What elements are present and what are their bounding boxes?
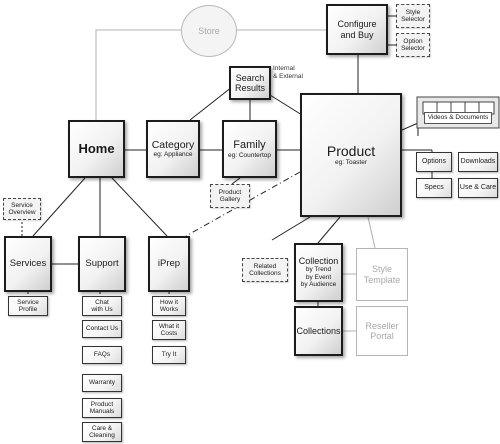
edge-product-videos — [401, 122, 419, 131]
product-label: Product — [326, 143, 376, 160]
option-selector-node[interactable]: Option Selector — [396, 33, 430, 57]
services-label: Services — [9, 257, 47, 269]
edge-home-iprep — [111, 177, 168, 237]
collection-label: Collection — [298, 256, 339, 267]
product-gallery-label: Product Gallery — [218, 188, 242, 203]
support-item-chat[interactable]: Chat with Us — [82, 296, 122, 316]
downloads-node[interactable]: Downloads — [458, 152, 498, 172]
style-template-label: Style Template — [363, 264, 401, 285]
services-node[interactable]: Services — [4, 236, 52, 292]
internal-external-note: Internal & External — [273, 65, 303, 80]
iprep-item-label: How it Works — [159, 298, 179, 313]
specs-label: Specs — [424, 183, 444, 191]
edge-category-search — [189, 86, 233, 121]
edge-home-services — [32, 177, 86, 237]
specs-node[interactable]: Specs — [416, 178, 452, 198]
family-label: Family — [233, 138, 266, 151]
collections-node[interactable]: Collections — [294, 306, 343, 356]
search-results-label: Search Results — [234, 72, 265, 93]
support-item-label: Chat with Us — [91, 298, 113, 313]
style-template-node[interactable]: Style Template — [356, 248, 408, 301]
videos-documents-label: Videos & Documents — [423, 112, 493, 124]
options-node[interactable]: Options — [416, 152, 452, 172]
category-label: Category — [151, 139, 195, 152]
service-overview-node[interactable]: Service Overview — [3, 198, 41, 220]
support-item-manuals[interactable]: Product Manuals — [82, 398, 122, 418]
product-example: eg: Toaster — [334, 159, 368, 167]
category-node[interactable]: Category eg: Appliance — [146, 120, 200, 178]
support-label: Support — [85, 257, 119, 269]
iprep-label: iPrep — [157, 257, 181, 269]
use-care-node[interactable]: Use & Care — [458, 178, 498, 198]
edge-product-style-template — [367, 216, 376, 249]
home-label: Home — [78, 140, 115, 156]
support-item-warranty[interactable]: Warranty — [82, 374, 122, 392]
family-example: eg: Countertop — [227, 151, 271, 159]
support-item-label: FAQs — [93, 351, 111, 359]
iprep-item-label: Try It — [161, 351, 177, 359]
iprep-item-try[interactable]: Try It — [152, 346, 186, 364]
support-item-label: Care & Cleaning — [89, 424, 115, 439]
edge-search-product — [269, 94, 303, 116]
service-overview-label: Service Overview — [8, 201, 36, 216]
iprep-item-label: What it Costs — [158, 322, 180, 337]
service-profile-node[interactable]: Service Profile — [8, 296, 48, 316]
edge-product-collection — [317, 216, 341, 244]
collection-sub: by Trend by Event by Audience — [300, 266, 337, 289]
support-item-care[interactable]: Care & Cleaning — [82, 422, 122, 442]
iprep-item-cost[interactable]: What it Costs — [152, 320, 186, 340]
options-label: Options — [421, 157, 447, 165]
family-node[interactable]: Family eg: Countertop — [222, 120, 277, 178]
related-collections-node[interactable]: Related Collections — [242, 258, 288, 282]
category-example: eg: Appliance — [153, 151, 193, 159]
configure-and-buy-label: Configure and Buy — [337, 19, 377, 40]
product-node[interactable]: Product eg: Toaster — [300, 93, 402, 217]
related-collections-label: Related Collections — [249, 262, 281, 277]
edge-family-gallery — [231, 177, 241, 185]
reseller-portal-node[interactable]: Reseller Portal — [356, 306, 408, 356]
support-item-faqs[interactable]: FAQs — [82, 346, 122, 364]
collections-label: Collections — [296, 325, 341, 336]
product-gallery-node[interactable]: Product Gallery — [210, 184, 250, 208]
edge-product-related — [271, 216, 311, 241]
support-node[interactable]: Support — [78, 236, 126, 292]
reseller-portal-label: Reseller Portal — [365, 320, 399, 341]
collection-node[interactable]: Collection by Trend by Event by Audience — [294, 243, 343, 302]
store-node[interactable]: Store — [181, 5, 237, 57]
configure-and-buy-node[interactable]: Configure and Buy — [326, 4, 388, 55]
service-profile-label: Service Profile — [17, 298, 39, 313]
style-selector-node[interactable]: Style Selector — [396, 4, 430, 28]
store-label: Store — [198, 26, 220, 36]
downloads-label: Downloads — [460, 157, 496, 165]
style-selector-label: Style Selector — [401, 8, 425, 23]
use-care-label: Use & Care — [459, 183, 497, 191]
iprep-node[interactable]: iPrep — [148, 236, 190, 292]
edge-home-store — [95, 29, 181, 120]
support-item-contact[interactable]: Contact Us — [82, 320, 122, 338]
support-item-label: Product Manuals — [89, 400, 115, 415]
iprep-item-how[interactable]: How it Works — [152, 296, 186, 316]
home-node[interactable]: Home — [68, 120, 125, 178]
option-selector-label: Option Selector — [401, 37, 425, 52]
support-item-label: Warranty — [88, 379, 116, 387]
videos-documents-node[interactable]: Videos & Documents — [417, 110, 499, 126]
search-results-node[interactable]: Search Results — [229, 66, 271, 100]
support-item-label: Contact Us — [85, 325, 119, 333]
